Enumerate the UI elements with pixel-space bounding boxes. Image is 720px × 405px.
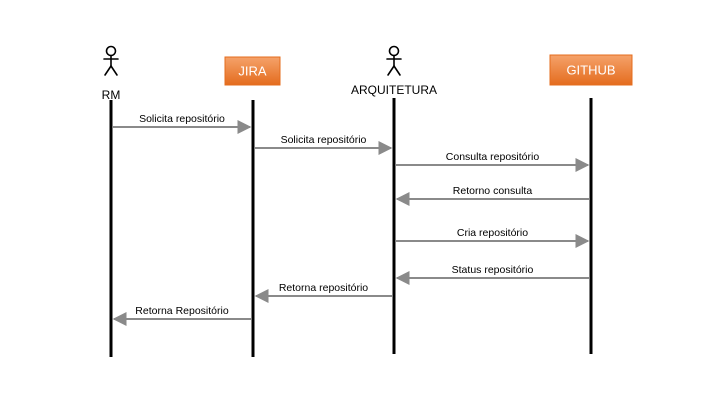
message-6: Status repositório	[395, 264, 589, 285]
participant-label-github: GITHUB	[566, 63, 615, 78]
participant-jira: JIRA	[224, 56, 281, 357]
message-label: Solicita repositório	[281, 134, 367, 146]
message-label: Cria repositório	[457, 227, 528, 239]
message-7: Retorna repositório	[254, 282, 392, 303]
participant-rm: RM	[102, 45, 121, 357]
message-8: Retorna Repositório	[112, 305, 251, 326]
message-1: Solicita repositório	[113, 113, 252, 134]
actor-icon	[103, 45, 119, 76]
participant-box-github	[549, 54, 633, 86]
participant-arq: ARQUITETURA	[351, 45, 437, 354]
message-5: Cria repositório	[396, 227, 590, 248]
message-label: Consulta repositório	[446, 151, 540, 163]
participant-label-jira: JIRA	[238, 64, 267, 79]
message-label: Solicita repositório	[139, 113, 225, 125]
message-3: Consulta repositório	[396, 151, 590, 172]
participants: RM JIRA ARQUITETURA GITHUB	[102, 45, 633, 357]
participant-github: GITHUB	[549, 54, 633, 354]
message-label: Retorna repositório	[279, 282, 368, 294]
message-4: Retorno consulta	[395, 185, 589, 206]
participant-label-rm: RM	[102, 88, 121, 102]
message-label: Retorno consulta	[453, 185, 533, 197]
actor-icon	[386, 45, 402, 76]
message-label: Retorna Repositório	[135, 305, 229, 317]
participant-box-jira	[224, 56, 281, 86]
message-2: Solicita repositório	[255, 134, 393, 155]
message-label: Status repositório	[452, 264, 534, 276]
participant-label-arq: ARQUITETURA	[351, 83, 437, 97]
